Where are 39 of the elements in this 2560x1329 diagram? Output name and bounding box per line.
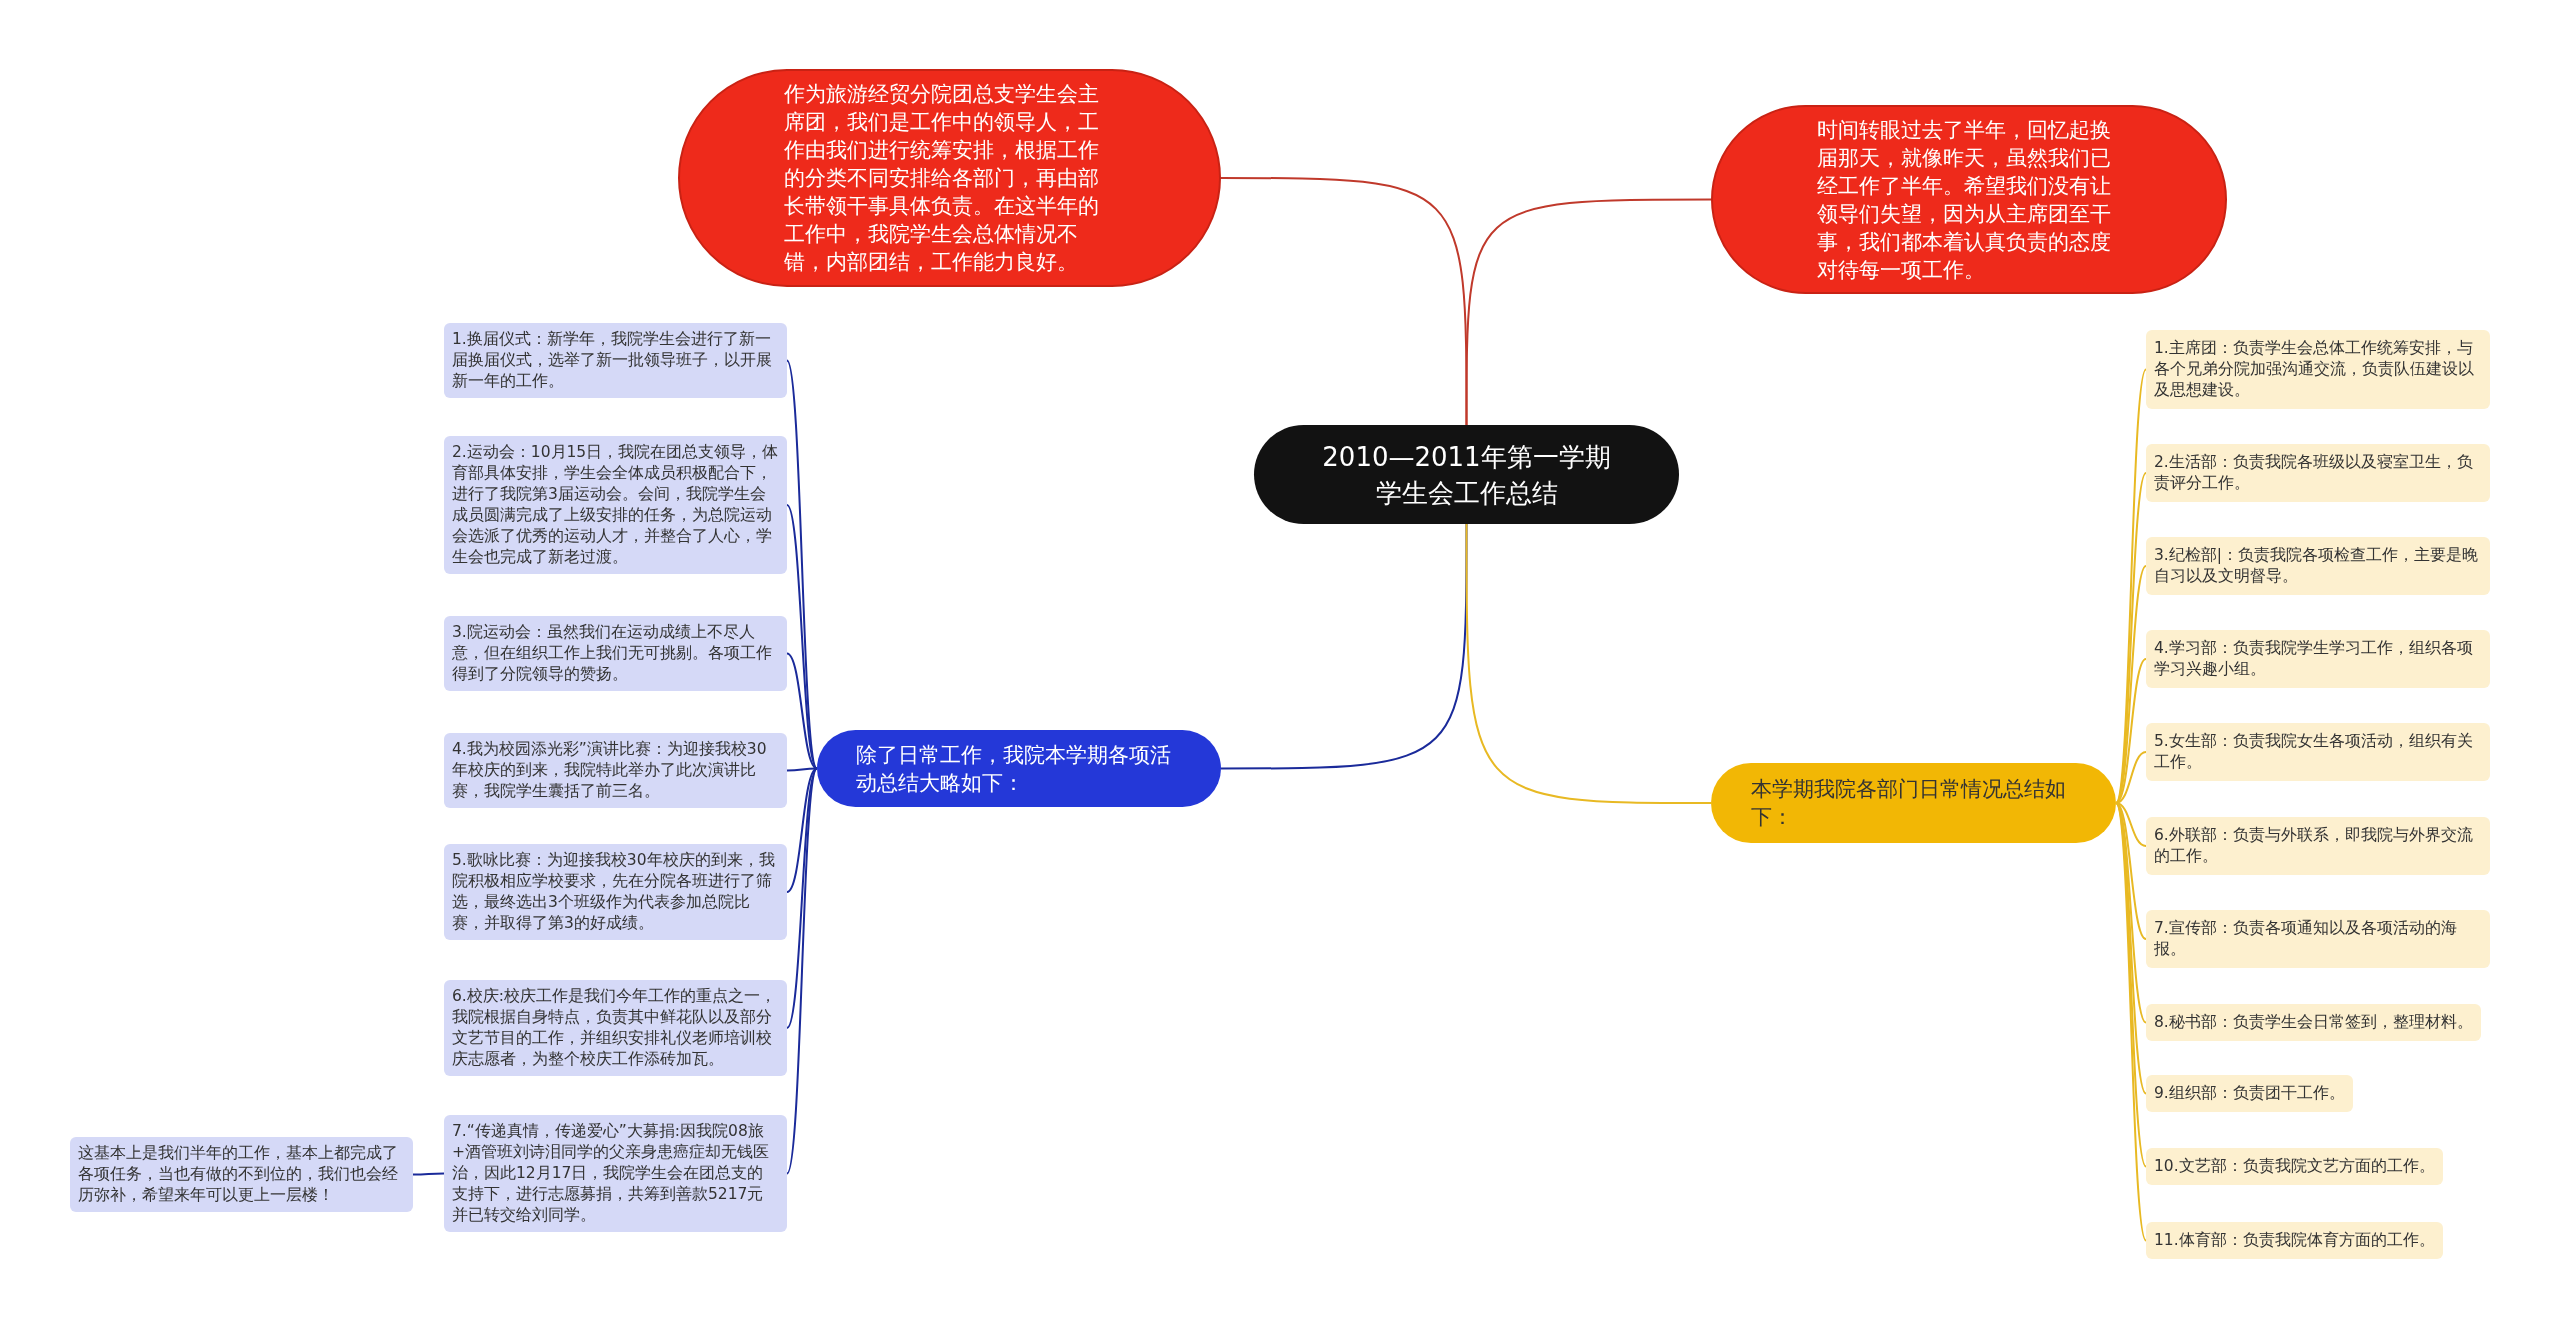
topic-bubble: 时间转眼过去了半年，回忆起换届那天，就像昨天，虽然我们已经工作了半年。希望我们没有让领导们失望，因为从主席团至干事，我们都本着认真负责的态度对待每一项工作。	[1711, 105, 2227, 294]
item-card: 4.我为校园添光彩”演讲比赛：为迎接我校30年校庆的到来，我院特此举办了此次演讲比赛，我院学生囊括了前三名。	[444, 733, 787, 808]
central-topic: 2010—2011年第一学期学生会工作总结	[1254, 425, 1679, 524]
item-card: 11.体育部：负责我院体育方面的工作。	[2146, 1222, 2443, 1259]
connector	[786, 504, 818, 770]
item-card: 2.运动会：10月15日，我院在团总支领导，体育部具体安排，学生会全体成员积极配合下，进行了我院第3届运动会。会间，我院学生会成员圆满完成了上级安排的任务，为总院运动会选派了优秀的运动人才，并整合了人心，学生会也完成了新老过渡。	[444, 436, 787, 574]
connector	[786, 767, 818, 1029]
connector	[1465, 198, 1712, 426]
item-card: 3.纪检部|：负责我院各项检查工作，主要是晚自习以及文明督导。	[2146, 537, 2490, 595]
connector	[2115, 802, 2147, 847]
connector	[1220, 523, 1468, 770]
topic-bubble: 作为旅游经贸分院团总支学生会主席团，我们是工作中的领导人，工作由我们进行统筹安排，根据工作的分类不同安排给各部门，再由部长带领干事具体负责。在这半年的工作中，我院学生会总体情况不错，内部团结，工作能力良好。	[678, 69, 1221, 287]
connector	[2115, 802, 2147, 1242]
item-card: 7.宣传部：负责各项通知以及各项活动的海报。	[2146, 910, 2490, 968]
connector	[786, 767, 818, 893]
connector	[1220, 177, 1468, 426]
branch-topic: 本学期我院各部门日常情况总结如下：	[1711, 763, 2116, 843]
item-card: 5.歌咏比赛：为迎接我校30年校庆的到来，我院积极相应学校要求，先在分院各班进行了筛选，最终选出3个班级作为代表参加总院比赛，并取得了第3的好成绩。	[444, 844, 787, 940]
item-card: 10.文艺部：负责我院文艺方面的工作。	[2146, 1148, 2443, 1185]
item-card: 4.学习部：负责我院学生学习工作，组织各项学习兴趣小组。	[2146, 630, 2490, 688]
connector	[2115, 751, 2147, 804]
item-card: 7.“传递真情，传递爱心”大募捐:因我院08旅+酒管班刘诗泪同学的父亲身患癌症却无钱医治，因此12月17日，我院学生会在团总支的支持下，进行志愿募捐，共筹到善款5217元并已转交给刘同学。	[444, 1115, 787, 1232]
connector	[1465, 523, 1712, 804]
connector	[786, 652, 818, 770]
summary-card: 这基本上是我们半年的工作，基本上都完成了各项任务，当也有做的不到位的，我们也会经历弥补，希望来年可以更上一层楼！	[70, 1137, 413, 1212]
connector	[786, 767, 818, 1175]
item-card: 9.组织部：负责团干工作。	[2146, 1075, 2353, 1112]
connector	[786, 767, 818, 772]
item-card: 6.校庆:校庆工作是我们今年工作的重点之一，我院根据自身特点，负责其中鲜花队以及部分文艺节目的工作，并组织安排礼仪老师培训校庆志愿者，为整个校庆工作添砖加瓦。	[444, 980, 787, 1076]
item-card: 6.外联部：负责与外联系，即我院与外界交流的工作。	[2146, 817, 2490, 875]
item-card: 5.女生部：负责我院女生各项活动，组织有关工作。	[2146, 723, 2490, 781]
item-card: 3.院运动会：虽然我们在运动成绩上不尽人意，但在组织工作上我们无可挑剔。各项工作得到了分院领导的赞扬。	[444, 616, 787, 691]
item-card: 2.生活部：负责我院各班级以及寝室卫生，负责评分工作。	[2146, 444, 2490, 502]
branch-topic: 除了日常工作，我院本学期各项活动总结大略如下：	[817, 730, 1221, 807]
connector	[412, 1172, 445, 1176]
item-card: 1.主席团：负责学生会总体工作统筹安排，与各个兄弟分院加强沟通交流，负责队伍建设以及思想建设。	[2146, 330, 2490, 409]
item-card: 1.换届仪式：新学年，我院学生会进行了新一届换届仪式，选举了新一批领导班子，以开展新一年的工作。	[444, 323, 787, 398]
connector	[2115, 472, 2147, 804]
item-card: 8.秘书部：负责学生会日常签到，整理材料。	[2146, 1004, 2481, 1041]
